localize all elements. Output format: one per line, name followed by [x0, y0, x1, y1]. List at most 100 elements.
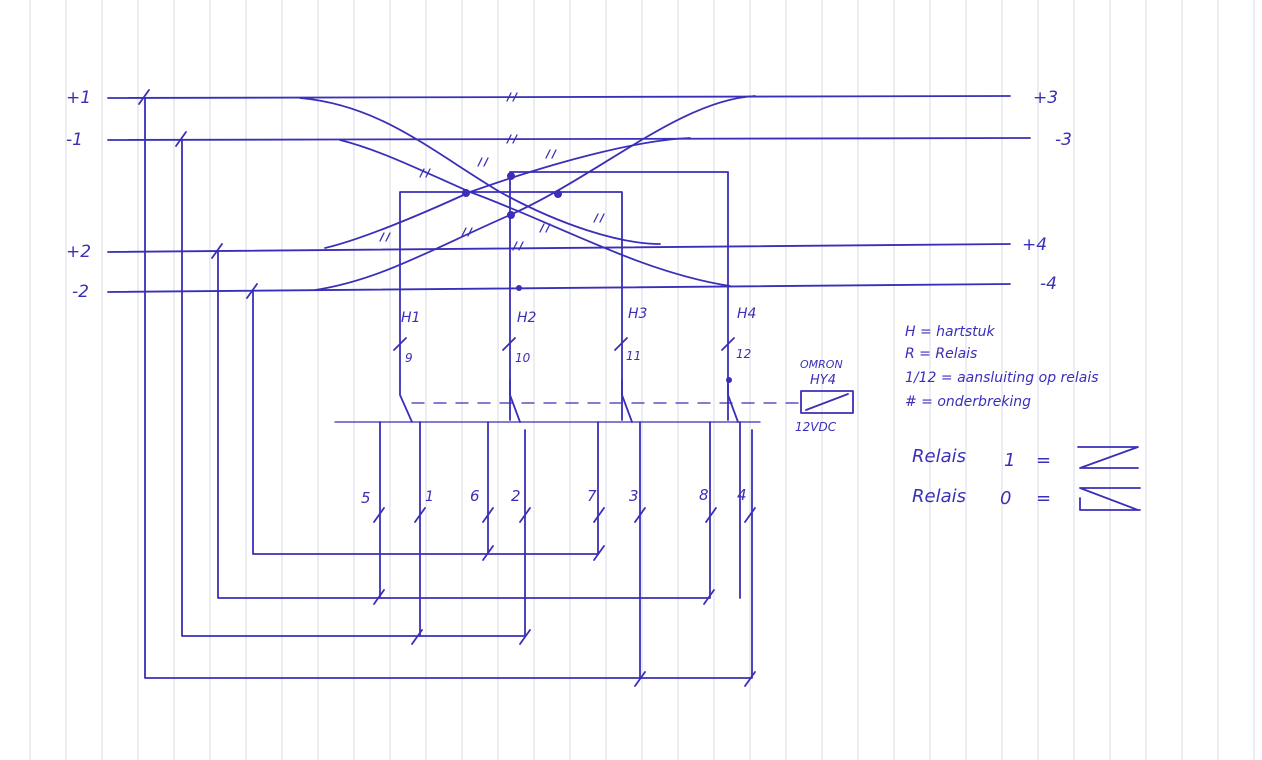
relay-state-value: 1	[1004, 450, 1015, 471]
frog-box-outer	[399, 191, 623, 421]
relay-state-0-icon	[1079, 487, 1141, 511]
break-mark	[593, 213, 605, 223]
wire-tick	[703, 589, 715, 605]
wire-tick	[411, 629, 423, 645]
switch-id-label: H3	[628, 306, 647, 322]
bus-label-right: -3	[1055, 130, 1072, 150]
switch-num-label: 12	[736, 347, 751, 361]
bus-label-right: +4	[1022, 235, 1047, 255]
switch-arm-h4	[727, 379, 739, 423]
left-bus-labels: +1 -1 +2 -2	[66, 88, 91, 302]
wire-tick	[393, 337, 407, 351]
wire-tick	[373, 507, 385, 523]
wire-tick	[414, 507, 426, 523]
feeder-minus-1	[181, 139, 526, 637]
frog-boxes	[399, 171, 729, 421]
switch-num-label: 11	[626, 349, 641, 363]
relay-brand-label: OMRON	[800, 358, 843, 371]
bus-label-left: +2	[66, 242, 91, 262]
contact-num-label: 5	[361, 489, 371, 507]
bus-label-right: -4	[1040, 274, 1057, 294]
bus-label-left: +1	[66, 88, 91, 108]
junction-dot	[516, 285, 522, 291]
relay-model-label: HY4	[810, 373, 836, 388]
contact-columns	[379, 421, 741, 679]
contact-num-label: 2	[511, 487, 521, 505]
wire-tick	[138, 89, 150, 105]
wire-tick	[519, 507, 531, 523]
legend-line: H = hartstuk	[905, 324, 996, 340]
junction-dot	[507, 172, 515, 180]
cross-curve-2	[339, 139, 731, 287]
switch-arm-h1	[399, 379, 413, 423]
relay-labels: OMRON HY4 12VDC	[795, 358, 843, 434]
break-mark	[506, 92, 518, 102]
relay-contacts	[334, 379, 801, 423]
interruption-marks	[379, 92, 605, 251]
break-mark	[545, 149, 557, 159]
break-mark	[461, 227, 473, 237]
bus-label-right: +3	[1033, 88, 1058, 108]
relay-state-1-icon	[1077, 446, 1139, 469]
wire-tick	[519, 629, 531, 645]
wire-tick	[482, 545, 494, 561]
relay-state-eq: =	[1036, 488, 1051, 509]
relay-state-value: 0	[1000, 488, 1011, 509]
switch-num-label: 9	[405, 351, 413, 365]
wire-tick	[721, 337, 735, 351]
legend: H = hartstuk R = Relais 1/12 = aansluiti…	[905, 324, 1099, 410]
relay-coil-diagonal	[805, 393, 849, 411]
relay-state-label: Relais	[912, 486, 966, 507]
switch-num-label: 10	[515, 351, 531, 365]
wire-tick	[502, 337, 516, 351]
break-mark	[419, 168, 431, 178]
junction-dot	[726, 377, 732, 383]
feeder-lines	[144, 97, 753, 679]
switch-id-label: H4	[737, 306, 756, 322]
relay-state-label: Relais	[912, 446, 966, 467]
wire-tick	[246, 283, 258, 299]
junction-dot	[507, 211, 515, 219]
wire-tick	[634, 507, 646, 523]
relay-coil-box	[800, 390, 854, 414]
wire-tick	[614, 337, 628, 351]
wire-tick	[744, 507, 756, 523]
wire-tick	[593, 507, 605, 523]
contact-num-label: 1	[425, 489, 434, 505]
break-mark	[506, 134, 518, 144]
wire-tick	[482, 507, 494, 523]
wire-tick	[744, 671, 756, 687]
relay-state-eq: =	[1036, 450, 1051, 471]
contact-num-label: 6	[470, 487, 480, 505]
frog-box-inner	[509, 171, 729, 421]
crossing-curves	[299, 95, 756, 291]
break-mark	[512, 241, 524, 251]
feeder-minus-2	[252, 291, 599, 555]
feeder-plus-2	[217, 251, 711, 599]
right-bus-labels: +3 -3 +4 -4	[1022, 88, 1072, 294]
wire-tick	[211, 243, 223, 259]
bus-minus-1-line	[107, 137, 1031, 141]
junction-dot	[554, 190, 562, 198]
feeder-plus-1	[144, 97, 753, 679]
switch-id-label: H1	[401, 310, 420, 326]
cross-curve-3	[324, 137, 691, 249]
switch-arm-h3	[621, 379, 633, 423]
switch-labels: H1 H2 H3 H4 9 10 11 12	[401, 306, 756, 365]
contact-num-label: 7	[587, 487, 597, 505]
break-mark	[477, 157, 489, 167]
break-mark	[539, 223, 551, 233]
legend-line: R = Relais	[905, 346, 977, 362]
bus-minus-2-line	[107, 283, 1011, 293]
contact-number-labels: 5 1 6 2 7 3 8 4	[361, 486, 747, 507]
contact-num-label: 3	[629, 487, 639, 505]
relay-state-symbols	[1077, 446, 1141, 511]
relay-state-legend: Relais 1 = Relais 0 =	[912, 446, 1051, 509]
switch-id-label: H2	[517, 310, 537, 326]
contact-num-label: 4	[737, 486, 747, 504]
wire-tick	[634, 671, 646, 687]
bus-plus-1-line	[107, 95, 1011, 99]
bus-plus-2-line	[107, 243, 1011, 253]
break-mark	[379, 232, 391, 242]
